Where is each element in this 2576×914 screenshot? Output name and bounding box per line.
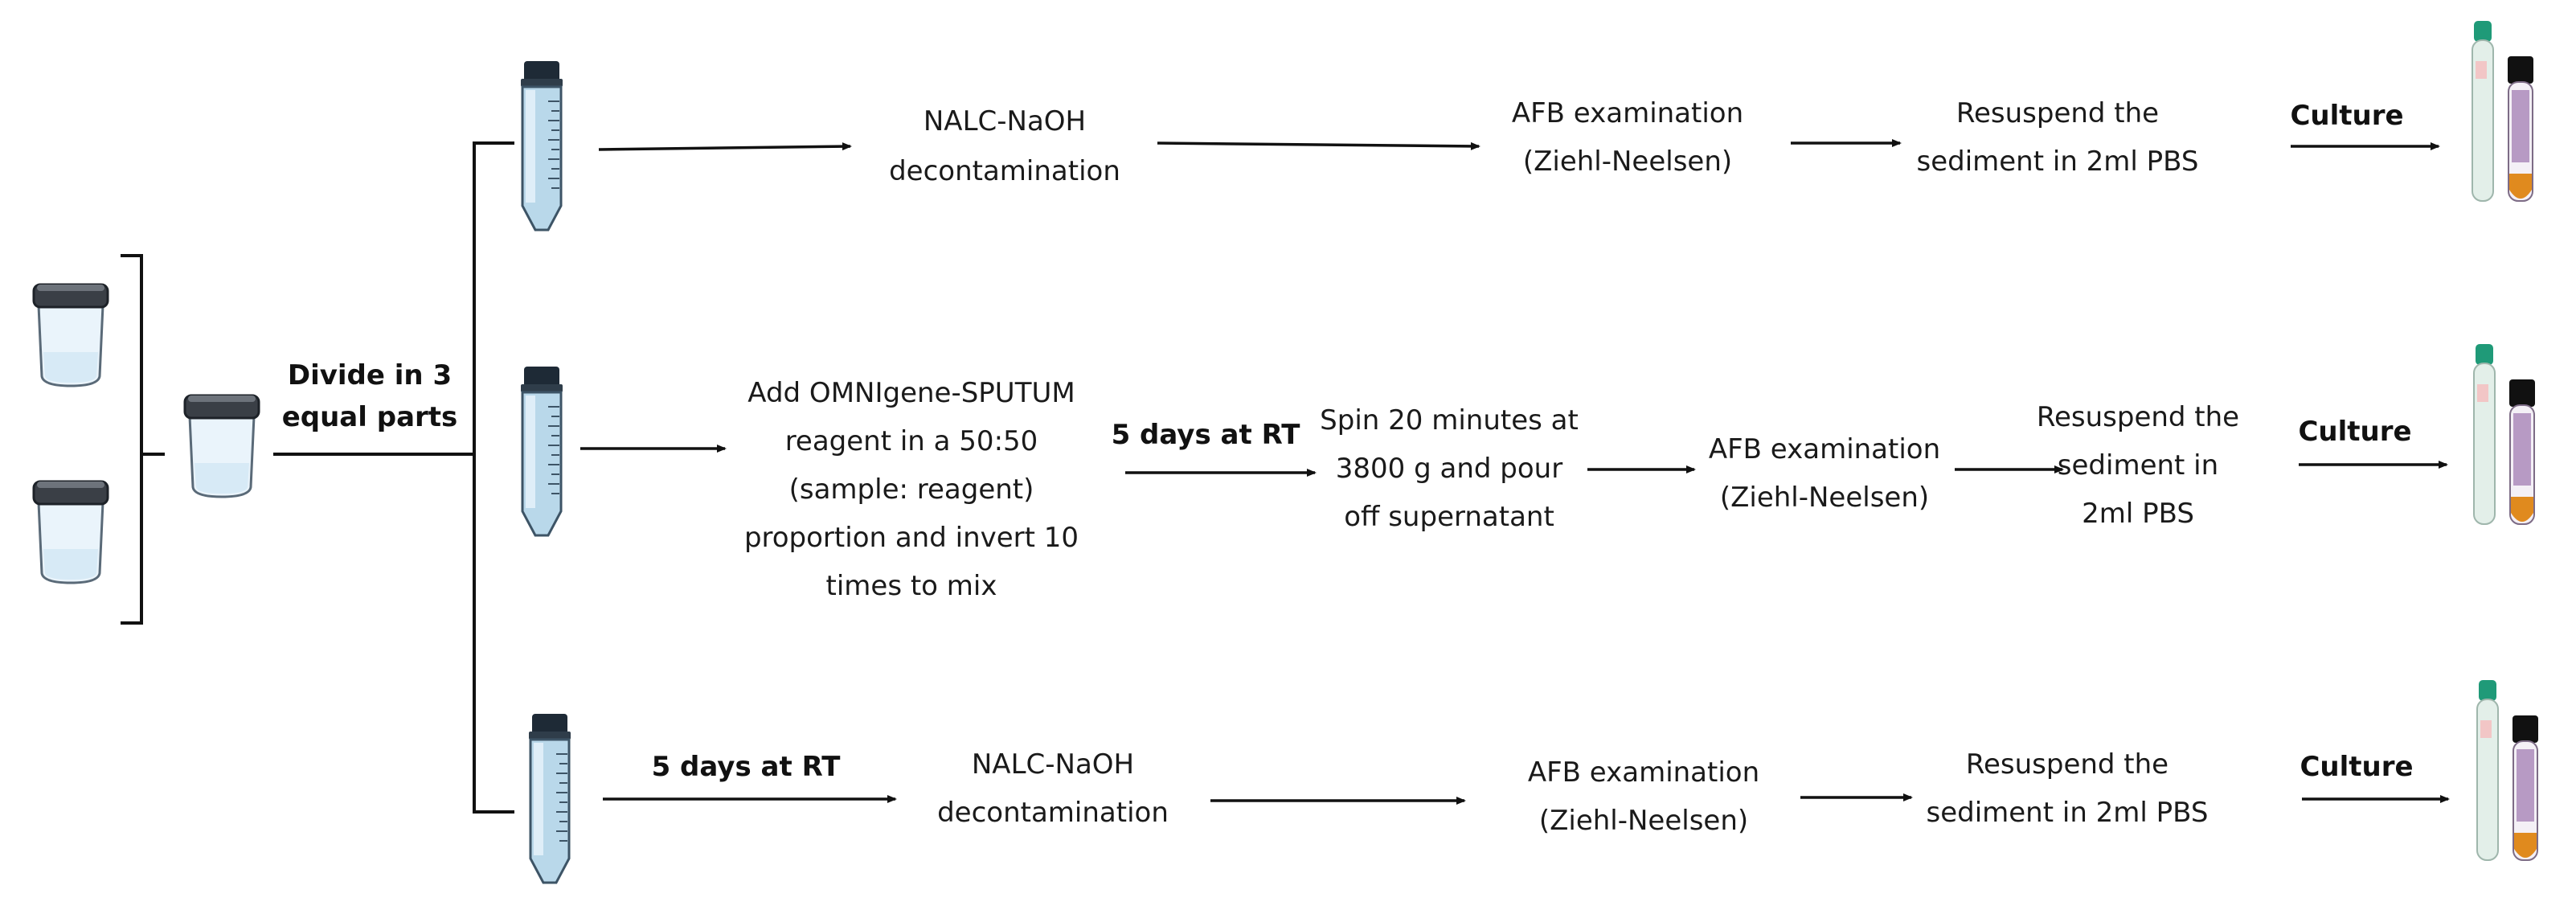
row2-step2-line1: Spin 20 minutes at — [1320, 404, 1579, 437]
row2-step4-line3: 2ml PBS — [2082, 498, 2194, 530]
culture-tube-icon — [2473, 343, 2536, 525]
row3-step1-line1: NALC-NaOH — [972, 748, 1134, 781]
row2-step1-line2: reagent in a 50:50 — [785, 425, 1038, 457]
row1-culture-label: Culture — [2290, 100, 2403, 132]
row2-step4-line1: Resuspend the — [2037, 401, 2239, 433]
row2-step3-line1: AFB examination — [1709, 433, 1940, 465]
row1-step1-line2: decontamination — [889, 155, 1120, 187]
row3-step3-line2: sediment in 2ml PBS — [1926, 797, 2208, 829]
specimen-cup-icon — [32, 283, 109, 387]
conical-tube-icon — [527, 712, 572, 884]
row1-step3-line2: sediment in 2ml PBS — [1916, 146, 2198, 178]
row2-step1-line4: proportion and invert 10 — [744, 522, 1079, 554]
specimen-cup-icon — [32, 480, 109, 584]
culture-tube-icon — [2472, 20, 2534, 202]
culture-tube-icon — [2476, 679, 2539, 861]
conical-tube-icon — [519, 365, 564, 537]
row2-culture-label: Culture — [2298, 416, 2411, 448]
row1-step2-line2: (Ziehl-Neelsen) — [1523, 146, 1732, 178]
row2-step1-line3: (sample: reagent) — [789, 473, 1034, 506]
row2-step1-line1: Add OMNIgene-SPUTUM — [747, 377, 1075, 409]
row3-culture-label: Culture — [2300, 751, 2413, 783]
row3-step3-line1: Resuspend the — [1966, 748, 2169, 781]
row2-incubation-label: 5 days at RT — [1112, 419, 1301, 451]
row2-step2-line3: off supernatant — [1344, 501, 1554, 533]
conical-tube-icon — [519, 59, 564, 232]
split-label-line2: equal parts — [282, 401, 458, 433]
row1-step2-line1: AFB examination — [1512, 97, 1743, 129]
row1-step3-line1: Resuspend the — [1956, 97, 2159, 129]
row3-step1-line2: decontamination — [937, 797, 1169, 829]
row2-step1-line5: times to mix — [826, 570, 997, 602]
arrow — [1157, 141, 1480, 150]
row2-step2-line2: 3800 g and pour — [1336, 453, 1562, 485]
row3-incubation-label: 5 days at RT — [652, 751, 842, 783]
row2-step4-line2: sediment in — [2058, 449, 2218, 482]
specimen-cup-icon — [183, 394, 260, 498]
row3-step2-line1: AFB examination — [1528, 756, 1759, 789]
row3-step2-line2: (Ziehl-Neelsen) — [1539, 805, 1748, 837]
arrow — [598, 142, 852, 151]
split-label-line1: Divide in 3 — [288, 359, 452, 391]
row1-step1-line1: NALC-NaOH — [924, 105, 1086, 137]
right-bracket — [473, 141, 514, 814]
row2-step3-line2: (Ziehl-Neelsen) — [1720, 482, 1929, 514]
left-bracket — [121, 254, 165, 625]
